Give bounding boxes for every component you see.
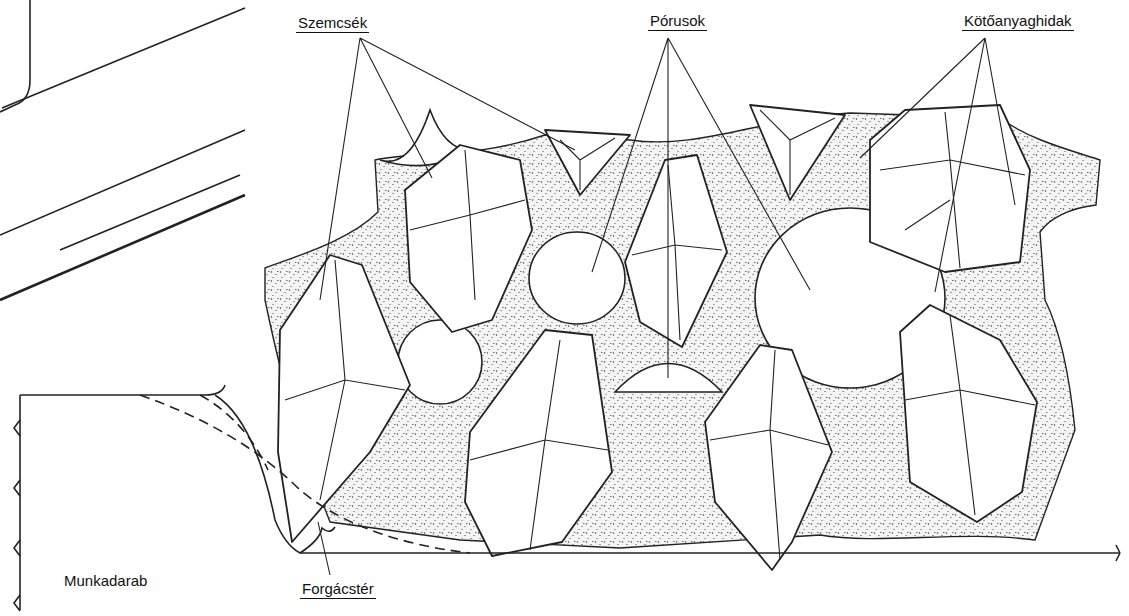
part-label: Szemcsék [296, 14, 369, 33]
part-label: Munkadarab [62, 572, 149, 590]
part-label: Kötőanyaghidak [962, 12, 1074, 31]
part-label: Forgácstér [300, 580, 376, 599]
part-label: Pórusok [648, 12, 707, 31]
